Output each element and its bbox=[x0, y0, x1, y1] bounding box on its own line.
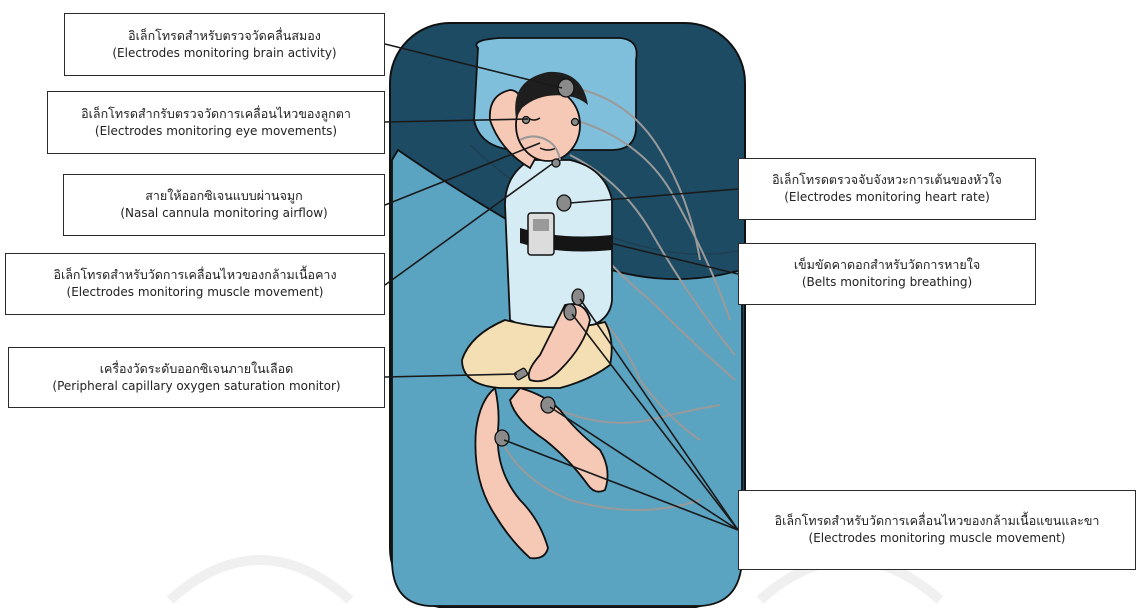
electrode-eye-right bbox=[572, 119, 579, 126]
device-screen bbox=[533, 219, 549, 231]
callout-limb-muscle-thai: อิเล็กโทรดสำหรับวัดการเคลื่อนไหวของกล้าม… bbox=[775, 512, 1100, 530]
callout-eye-movements-thai: อิเล็กโทรดสำกรับตรวจวัดการเคลื่อนไหวของล… bbox=[81, 105, 351, 123]
callout-oxygen-saturation: เครื่องวัดระดับออกซิเจนภายในเลือด (Perip… bbox=[8, 347, 385, 408]
callout-eye-movements-english: (Electrodes monitoring eye movements) bbox=[95, 123, 337, 140]
callout-heart-rate-english: (Electrodes monitoring heart rate) bbox=[784, 189, 990, 206]
callout-chin-muscle: อิเล็กโทรดสำหรับวัดการเคลื่อนไหวของกล้าม… bbox=[5, 253, 385, 315]
callout-breathing-belt-english: (Belts monitoring breathing) bbox=[802, 274, 972, 291]
callout-nasal-cannula-english: (Nasal cannula monitoring airflow) bbox=[120, 205, 327, 222]
callout-oxygen-saturation-thai: เครื่องวัดระดับออกซิเจนภายในเลือด bbox=[100, 360, 294, 378]
callout-breathing-belt-thai: เข็มขัดคาดอกสำหรับวัดการหายใจ bbox=[794, 256, 980, 274]
callout-limb-muscle-english: (Electrodes monitoring muscle movement) bbox=[809, 530, 1066, 547]
callout-chin-muscle-english: (Electrodes monitoring muscle movement) bbox=[67, 284, 324, 301]
callout-brain-activity: อิเล็กโทรดสำหรับตรวจวัดคลื่นสมอง (Electr… bbox=[64, 13, 385, 76]
callout-breathing-belt: เข็มขัดคาดอกสำหรับวัดการหายใจ (Belts mon… bbox=[738, 243, 1036, 305]
callout-limb-muscle: อิเล็กโทรดสำหรับวัดการเคลื่อนไหวของกล้าม… bbox=[738, 490, 1136, 570]
callout-eye-movements: อิเล็กโทรดสำกรับตรวจวัดการเคลื่อนไหวของล… bbox=[47, 91, 385, 154]
callout-brain-activity-thai: อิเล็กโทรดสำหรับตรวจวัดคลื่นสมอง bbox=[128, 27, 321, 45]
callout-nasal-cannula-thai: สายให้ออกซิเจนแบบผ่านจมูก bbox=[145, 187, 302, 205]
electrode-leg-2 bbox=[495, 430, 509, 446]
electrode-chin bbox=[552, 159, 560, 167]
electrode-eye-left bbox=[523, 117, 530, 124]
callout-heart-rate-thai: อิเล็กโทรดตรวจจับจังหวะการเต้นของหัวใจ bbox=[772, 171, 1002, 189]
callout-brain-activity-english: (Electrodes monitoring brain activity) bbox=[112, 45, 336, 62]
electrode-leg-1 bbox=[541, 397, 555, 413]
callout-heart-rate: อิเล็กโทรดตรวจจับจังหวะการเต้นของหัวใจ (… bbox=[738, 158, 1036, 220]
callout-nasal-cannula: สายให้ออกซิเจนแบบผ่านจมูก (Nasal cannula… bbox=[63, 174, 385, 236]
callout-chin-muscle-thai: อิเล็กโทรดสำหรับวัดการเคลื่อนไหวของกล้าม… bbox=[53, 266, 336, 284]
callout-oxygen-saturation-english: (Peripheral capillary oxygen saturation … bbox=[52, 378, 340, 395]
electrode-heart bbox=[557, 195, 571, 211]
